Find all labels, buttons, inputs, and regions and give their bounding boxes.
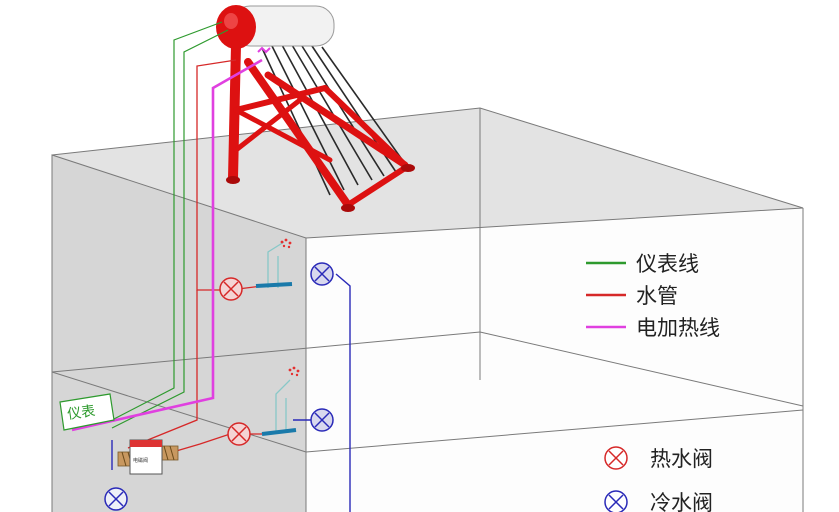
right-wall-face	[306, 208, 803, 512]
cold-water-valve	[310, 262, 334, 286]
legend-label-instrument-line: 仪表线	[636, 252, 699, 276]
legend-label-hot-valve: 热水阀	[650, 447, 713, 471]
roof-surface	[52, 108, 803, 238]
legend: 仪表线 水管 电加热线 热水阀 冷水阀	[586, 252, 720, 512]
cold-water-valve	[310, 408, 334, 432]
frame-foot	[401, 164, 415, 172]
mixing-tap	[261, 428, 297, 436]
floor-line	[51, 371, 307, 453]
shower-head	[288, 366, 300, 377]
frame-foot	[341, 204, 355, 212]
instrument-line	[111, 29, 229, 429]
support-frame	[228, 40, 409, 209]
floor-line	[479, 331, 804, 407]
instrument-line	[111, 21, 223, 421]
front-left-wall	[52, 155, 306, 512]
mixing-tap	[255, 282, 293, 288]
electric-heating-line	[71, 58, 263, 432]
electric-heater-element	[257, 46, 271, 54]
vacuum-tubes	[261, 44, 409, 196]
tank-end-cap-highlight	[224, 13, 238, 29]
solenoid-label: 电磁阀	[133, 457, 148, 464]
frame-foot	[226, 176, 240, 184]
shower-head	[280, 238, 292, 249]
legend-label-water-pipe: 水管	[636, 284, 678, 308]
meter-label: 仪表	[66, 403, 96, 423]
shower-pipe	[267, 241, 285, 288]
floor-line	[305, 409, 804, 453]
legend-hot-valve-icon	[604, 446, 628, 470]
shower-pipe	[275, 379, 291, 432]
solar-water-heater	[216, 5, 415, 212]
building-edge	[51, 107, 804, 512]
cold-water-valve	[104, 487, 128, 511]
cold-water-pipe	[335, 273, 351, 512]
floor-line	[51, 331, 481, 373]
legend-label-electric-line: 电加热线	[636, 316, 720, 340]
meter-box: 仪表	[59, 393, 115, 431]
water-pipe	[127, 290, 198, 449]
legend-label-cold-valve: 冷水阀	[650, 491, 713, 512]
solenoid-valve-unit: 电磁阀	[117, 439, 179, 475]
hot-water-valve	[227, 422, 251, 446]
hot-water-valve	[219, 277, 243, 301]
legend-cold-valve-icon	[604, 490, 628, 512]
building	[51, 107, 804, 512]
